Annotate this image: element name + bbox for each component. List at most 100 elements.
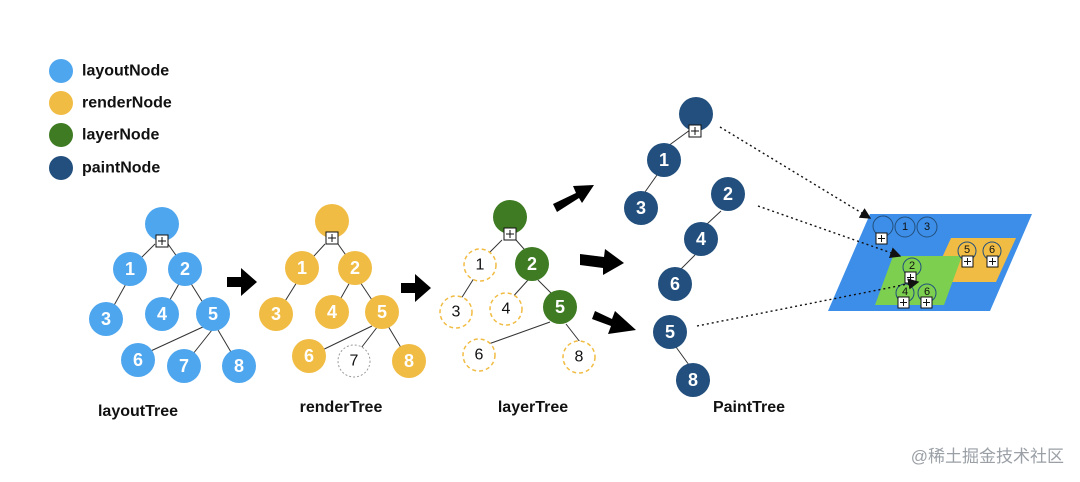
paint-node-6-label: 6: [670, 274, 680, 294]
layout-node-6: [121, 343, 155, 377]
layer-node-5: [543, 290, 577, 324]
legend: layoutNode renderNode layerNode paintNod…: [49, 59, 172, 180]
layer-node-4-label: 4: [502, 301, 511, 318]
legend-label-layer: layerNode: [82, 127, 159, 144]
layout-node-7: [167, 349, 201, 383]
legend-item-layer: layerNode: [49, 123, 159, 147]
legend-label-render: renderNode: [82, 95, 172, 112]
layer-node-2-label: 2: [527, 254, 537, 274]
paint-node-1: [647, 143, 681, 177]
watermark: @稀土掘金技术社区: [911, 447, 1064, 466]
composite-node-6b-label: 6: [924, 286, 930, 298]
layer-node-3-label: 3: [452, 304, 461, 321]
render-tree: 1 2 3 4 5 6 7 8 renderTree: [259, 204, 426, 416]
layer-root-node: [493, 200, 527, 234]
render-node-5: [365, 295, 399, 329]
legend-label-paint: paintNode: [82, 160, 160, 177]
layer-node-8-label: 8: [575, 349, 584, 366]
legend-label-layout: layoutNode: [82, 63, 169, 80]
render-node-3: [259, 297, 293, 331]
layer-node-5-label: 5: [555, 297, 565, 317]
paint-node-1-label: 1: [659, 150, 669, 170]
legend-item-layout: layoutNode: [49, 59, 169, 83]
render-node-1: [285, 251, 319, 285]
composite-node-5-label: 5: [964, 244, 970, 256]
right-arrow-icon: [401, 274, 431, 302]
layer-node-8: [562, 340, 596, 374]
layer-box-icon: [503, 227, 517, 241]
legend-item-paint: paintNode: [49, 156, 160, 180]
layer-tree: 1 2 3 4 5 6 8 layerTree: [439, 200, 596, 416]
right-arrow-icon: [553, 185, 594, 212]
layout-node-4: [145, 297, 179, 331]
right-arrow-icon: [592, 311, 636, 334]
render-root-node: [315, 204, 349, 238]
render-node-3-label: 3: [271, 304, 281, 324]
paint-node-3-label: 3: [636, 198, 646, 218]
layout-node-7-label: 7: [179, 356, 189, 376]
layout-node-2-label: 2: [180, 259, 190, 279]
right-arrow-icon: [227, 268, 257, 296]
render-node-6-label: 6: [304, 346, 314, 366]
render-node-4-label: 4: [327, 302, 337, 322]
layout-root-node: [145, 207, 179, 241]
composite-layers: 1 3 5 6 2 4 6: [828, 214, 1032, 311]
render-node-2-label: 2: [350, 258, 360, 278]
render-node-1-label: 1: [297, 258, 307, 278]
legend-swatch-layout: [49, 59, 73, 83]
paint-node-3: [624, 191, 658, 225]
render-node-5-label: 5: [377, 302, 387, 322]
layout-node-4-label: 4: [157, 304, 167, 324]
render-tree-title: renderTree: [300, 399, 383, 416]
layout-node-6-label: 6: [133, 350, 143, 370]
render-node-6: [292, 339, 326, 373]
render-node-8: [392, 344, 426, 378]
layout-node-2: [168, 252, 202, 286]
composite-node-1: [894, 216, 916, 238]
composite-node-3-label: 3: [924, 221, 930, 233]
composite-node-1-label: 1: [902, 221, 908, 233]
legend-swatch-layer: [49, 123, 73, 147]
paint-node-5: [653, 315, 687, 349]
paint-tree: 1 3 2 4 6 5 8 PaintTree: [624, 97, 785, 416]
render-node-7-label: 7: [350, 353, 359, 370]
paint-node-8: [676, 363, 710, 397]
layer-node-1-label: 1: [476, 257, 485, 274]
composite-node-6a-label: 6: [989, 244, 995, 256]
layout-node-3-label: 3: [101, 309, 111, 329]
layer-box-icon: [688, 124, 702, 138]
paint-node-2-label: 2: [723, 184, 733, 204]
layout-node-5: [196, 297, 230, 331]
layout-node-8-label: 8: [234, 356, 244, 376]
layer-node-4: [489, 292, 523, 326]
paint-node-4-label: 4: [696, 229, 706, 249]
legend-item-render: renderNode: [49, 91, 172, 115]
dotted-arrow-icon: [757, 205, 902, 259]
paint-node-6: [658, 267, 692, 301]
right-arrow-icon: [580, 249, 624, 275]
composite-node-4-label: 4: [902, 286, 908, 298]
layout-node-5-label: 5: [208, 304, 218, 324]
paint-node-2: [711, 177, 745, 211]
layer-box-icon: [155, 234, 169, 248]
paint-tree-title: PaintTree: [713, 399, 785, 416]
layout-node-8: [222, 349, 256, 383]
layer-node-3: [439, 295, 473, 329]
dotted-arrow-icon: [719, 126, 872, 219]
layout-node-1: [113, 252, 147, 286]
render-node-7: [337, 344, 371, 378]
layer-node-6: [462, 338, 496, 372]
paint-node-4: [684, 222, 718, 256]
layout-node-1-label: 1: [125, 259, 135, 279]
render-node-4: [315, 295, 349, 329]
legend-swatch-render: [49, 91, 73, 115]
paint-node-8-label: 8: [688, 370, 698, 390]
layer-box-icon: [325, 231, 339, 245]
render-node-8-label: 8: [404, 351, 414, 371]
composite-node-2-label: 2: [909, 260, 915, 272]
legend-swatch-paint: [49, 156, 73, 180]
layer-node-1: [463, 248, 497, 282]
layer-tree-title: layerTree: [498, 399, 568, 416]
layer-node-6-label: 6: [475, 347, 484, 364]
